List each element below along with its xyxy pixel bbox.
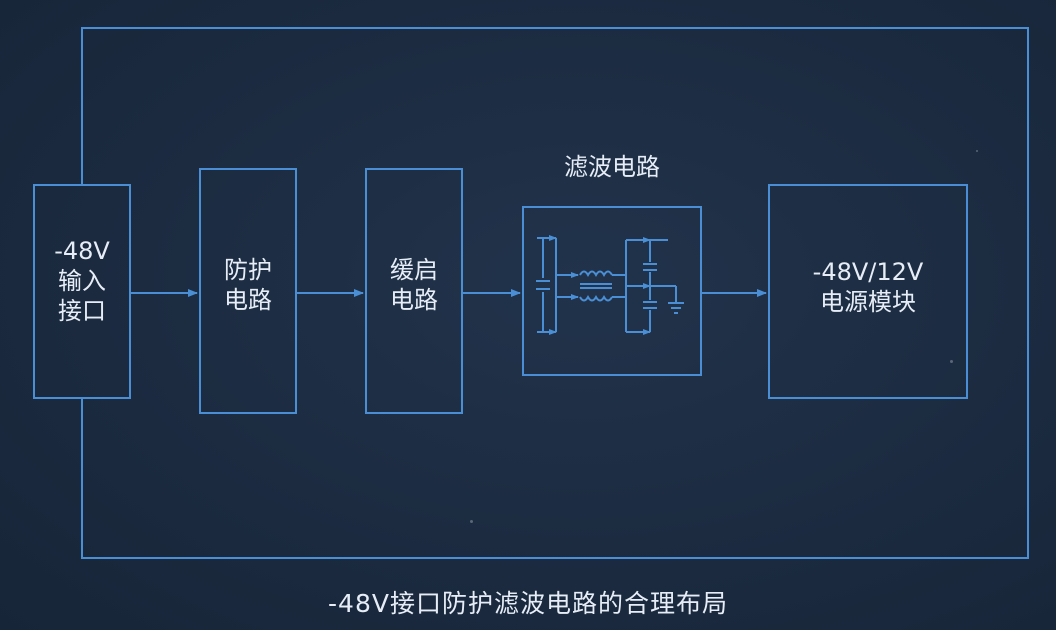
softstart-circuit-label: 缓启 电路 — [365, 255, 463, 315]
input-interface-label: -48V 输入 接口 — [33, 236, 131, 326]
input-interface-block — [33, 184, 131, 399]
power-module-block — [768, 184, 968, 399]
dust-speck — [976, 150, 978, 152]
filter-circuit-block — [522, 206, 702, 376]
dust-speck — [950, 360, 953, 363]
softstart-label-line2: 电路 — [390, 286, 438, 314]
dust-speck — [470, 520, 473, 523]
module-label-line2: 电源模块 — [820, 288, 916, 316]
input-label-line3: 接口 — [58, 297, 106, 325]
outer-return-loop — [81, 27, 1029, 559]
module-label-line1: -48V/12V — [812, 258, 924, 286]
power-module-label: -48V/12V 电源模块 — [768, 257, 968, 317]
filter-circuit-caption: 滤波电路 — [564, 153, 660, 181]
diagram-caption: -48V接口防护滤波电路的合理布局 — [328, 589, 728, 618]
softstart-circuit-block — [365, 168, 463, 414]
protection-circuit-label: 防护 电路 — [199, 255, 297, 315]
input-label-line1: -48V — [54, 237, 110, 265]
protection-circuit-block — [199, 168, 297, 414]
input-label-line2: 输入 — [58, 267, 106, 295]
protection-label-line2: 电路 — [224, 286, 272, 314]
protection-label-line1: 防护 — [224, 256, 272, 284]
filter-schematic-icon — [536, 235, 684, 335]
softstart-label-line1: 缓启 — [390, 256, 438, 284]
